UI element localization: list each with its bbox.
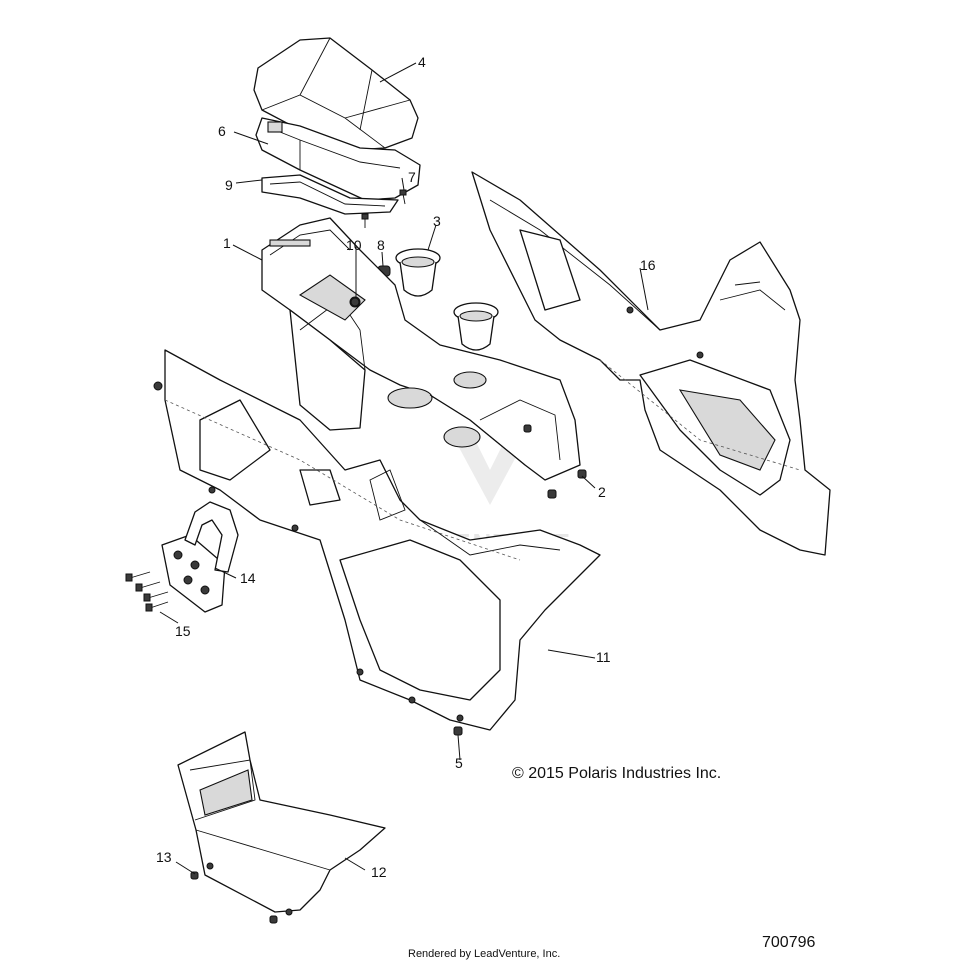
callout-8: 8 bbox=[377, 237, 385, 253]
rendered-by-credit: Rendered by LeadVenture, Inc. bbox=[408, 948, 560, 960]
leader-lines bbox=[159, 62, 649, 875]
part-screw-5[interactable] bbox=[453, 726, 463, 736]
part-push-rivet[interactable] bbox=[523, 424, 587, 499]
callout-11: 11 bbox=[596, 649, 611, 665]
part-screw-13[interactable] bbox=[190, 871, 278, 924]
callout-16: 16 bbox=[640, 257, 656, 273]
callout-labels: 1 2 3 4 5 6 7 8 9 10 11 12 13 14 15 16 bbox=[156, 54, 656, 880]
diagram-number: 700796 bbox=[762, 934, 815, 951]
part-gasket[interactable] bbox=[261, 174, 399, 215]
callout-9: 9 bbox=[225, 177, 233, 193]
part-center-console[interactable] bbox=[261, 217, 581, 481]
part-hole-plug-10[interactable] bbox=[350, 297, 360, 307]
part-screw-7b[interactable] bbox=[361, 213, 369, 228]
callout-13: 13 bbox=[156, 849, 172, 865]
callout-14: 14 bbox=[240, 570, 256, 586]
part-cup-holder-insert[interactable] bbox=[395, 248, 499, 351]
part-console-lid[interactable] bbox=[253, 37, 419, 151]
callout-7: 7 bbox=[408, 169, 416, 185]
callout-5: 5 bbox=[455, 755, 463, 771]
part-screw-7[interactable] bbox=[399, 189, 407, 205]
part-right-side-panel[interactable] bbox=[471, 171, 831, 556]
callout-6: 6 bbox=[218, 123, 226, 139]
part-bolts[interactable] bbox=[125, 571, 169, 612]
copyright-notice: © 2015 Polaris Industries Inc. bbox=[512, 765, 721, 782]
callout-4: 4 bbox=[418, 54, 426, 70]
part-grab-handle[interactable] bbox=[161, 501, 239, 613]
callout-12: 12 bbox=[371, 864, 387, 880]
callout-1: 1 bbox=[223, 235, 231, 251]
part-left-side-panel[interactable] bbox=[153, 349, 601, 731]
callout-15: 15 bbox=[175, 623, 191, 639]
part-skid-plate[interactable] bbox=[177, 731, 386, 916]
callout-2: 2 bbox=[598, 484, 606, 500]
callout-10: 10 bbox=[346, 237, 362, 253]
callout-3: 3 bbox=[433, 213, 441, 229]
